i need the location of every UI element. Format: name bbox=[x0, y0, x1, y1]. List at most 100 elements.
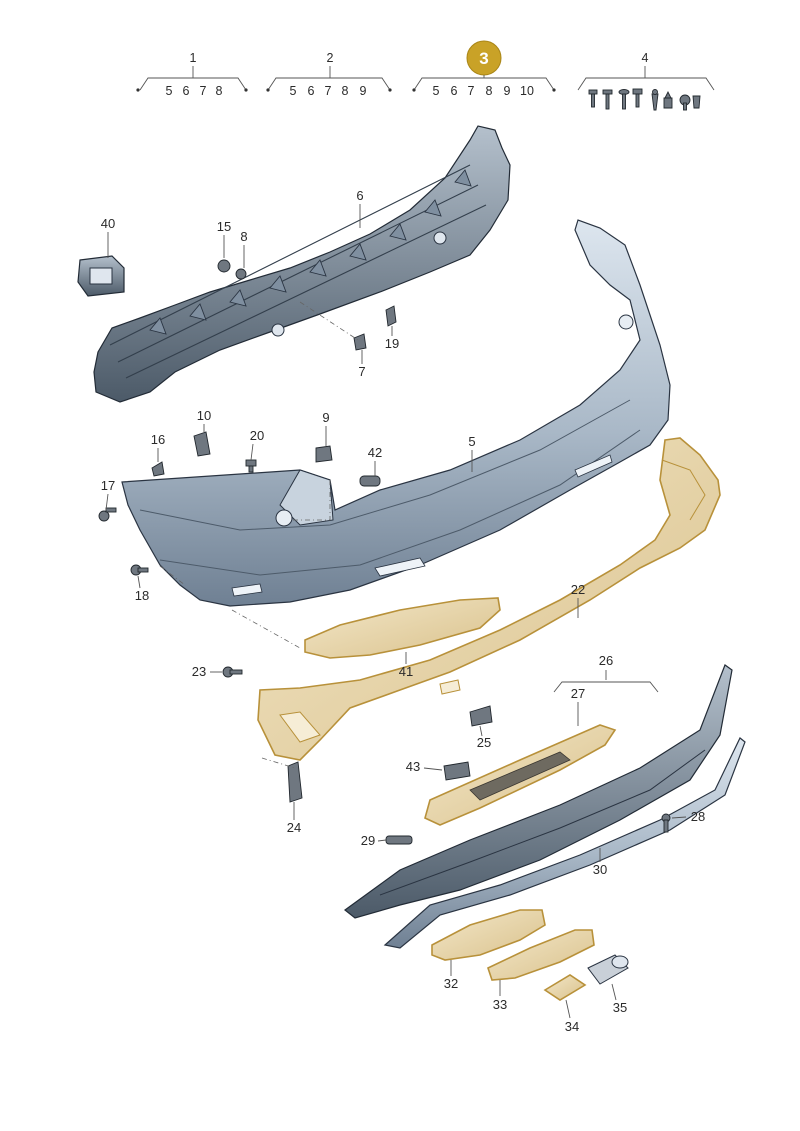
part-32-exhaust-frame[interactable] bbox=[431, 909, 546, 961]
callout-41: 41 bbox=[399, 652, 413, 679]
group-header-1: 1 5 6 7 8 bbox=[136, 51, 248, 98]
group-label-3: 3 bbox=[479, 49, 488, 68]
callout-20: 20 bbox=[250, 428, 264, 461]
callout-7: 7 bbox=[358, 350, 366, 379]
svg-text:17: 17 bbox=[101, 478, 115, 493]
svg-text:25: 25 bbox=[477, 735, 491, 750]
group-label-4: 4 bbox=[642, 51, 649, 65]
svg-text:5: 5 bbox=[166, 84, 173, 98]
svg-text:8: 8 bbox=[240, 229, 247, 244]
group-header-4: 4 bbox=[577, 51, 715, 111]
svg-text:20: 20 bbox=[250, 428, 264, 443]
part-24-bracket[interactable] bbox=[287, 761, 303, 803]
part-5-bumper-cover[interactable] bbox=[121, 219, 671, 607]
part-28-screw[interactable] bbox=[661, 813, 671, 833]
part-43-bracket[interactable] bbox=[443, 761, 471, 781]
callout-8: 8 bbox=[240, 229, 248, 268]
part-20-screw[interactable] bbox=[245, 459, 257, 473]
svg-text:10: 10 bbox=[197, 408, 211, 423]
callout-34: 34 bbox=[565, 999, 579, 1034]
part-15-clip[interactable] bbox=[217, 259, 231, 273]
group-header-2: 2 5 6 7 8 9 bbox=[266, 51, 392, 98]
callout-32: 32 bbox=[444, 960, 458, 991]
part-34-tailpipe-gold[interactable] bbox=[543, 974, 587, 1001]
svg-text:16: 16 bbox=[151, 432, 165, 447]
svg-text:28: 28 bbox=[691, 809, 705, 824]
part-8-nut[interactable] bbox=[235, 268, 247, 280]
part-26-diffuser[interactable] bbox=[344, 664, 733, 919]
svg-text:7: 7 bbox=[358, 364, 365, 379]
callout-15: 15 bbox=[217, 219, 231, 258]
fastener-set-icon bbox=[588, 88, 701, 111]
group-label-2: 2 bbox=[327, 51, 334, 65]
part-17-screw[interactable] bbox=[98, 507, 117, 522]
svg-text:6: 6 bbox=[308, 84, 315, 98]
part-23-screw[interactable] bbox=[222, 666, 243, 678]
svg-text:6: 6 bbox=[356, 188, 363, 203]
callouts: 6 40 15 8 19 7 10 9 16 20 5 42 17 18 22 … bbox=[101, 188, 705, 1034]
svg-text:18: 18 bbox=[135, 588, 149, 603]
part-25-plate[interactable] bbox=[469, 705, 493, 727]
callout-33: 33 bbox=[493, 980, 507, 1012]
part-19-bracket[interactable] bbox=[385, 305, 397, 327]
part-40-bracket[interactable] bbox=[77, 255, 125, 297]
svg-text:19: 19 bbox=[385, 336, 399, 351]
callout-26: 26 bbox=[553, 653, 659, 693]
part-7-clip[interactable] bbox=[353, 333, 367, 351]
svg-text:23: 23 bbox=[192, 664, 206, 679]
callout-28: 28 bbox=[671, 809, 705, 824]
svg-text:34: 34 bbox=[565, 1019, 579, 1034]
svg-text:22: 22 bbox=[571, 582, 585, 597]
svg-text:30: 30 bbox=[593, 862, 607, 877]
group-label-1: 1 bbox=[190, 51, 197, 65]
part-10-bracket[interactable] bbox=[193, 431, 211, 457]
callout-9: 9 bbox=[322, 410, 330, 446]
svg-text:24: 24 bbox=[287, 820, 301, 835]
svg-text:7: 7 bbox=[325, 84, 332, 98]
callout-18: 18 bbox=[135, 575, 149, 603]
callout-42: 42 bbox=[368, 445, 382, 476]
part-42-plug[interactable] bbox=[359, 475, 381, 487]
callout-40: 40 bbox=[101, 216, 115, 258]
svg-text:6: 6 bbox=[451, 84, 458, 98]
part-33-exhaust-trim[interactable] bbox=[487, 929, 595, 981]
svg-text:9: 9 bbox=[322, 410, 329, 425]
part-22-trim-strip[interactable] bbox=[257, 437, 721, 761]
svg-text:8: 8 bbox=[342, 84, 349, 98]
group-header-3[interactable]: 3 5 6 7 8 9 10 bbox=[412, 40, 556, 98]
part-16-clip[interactable] bbox=[151, 461, 165, 477]
part-18-screw[interactable] bbox=[130, 564, 149, 576]
part-9-clip[interactable] bbox=[315, 445, 333, 463]
svg-text:5: 5 bbox=[290, 84, 297, 98]
part-35-tailpipe[interactable] bbox=[587, 954, 629, 985]
callout-16: 16 bbox=[151, 432, 165, 462]
part-27-inner-trim[interactable] bbox=[424, 724, 617, 826]
part-6-carrier-beam[interactable] bbox=[93, 125, 511, 403]
callout-23: 23 bbox=[192, 664, 222, 679]
svg-text:33: 33 bbox=[493, 997, 507, 1012]
svg-text:43: 43 bbox=[406, 759, 420, 774]
svg-text:9: 9 bbox=[360, 84, 367, 98]
part-41-side-trim[interactable] bbox=[304, 597, 501, 659]
callout-19: 19 bbox=[385, 326, 399, 351]
callout-30: 30 bbox=[593, 848, 607, 877]
svg-text:7: 7 bbox=[468, 84, 475, 98]
svg-text:15: 15 bbox=[217, 219, 231, 234]
svg-text:29: 29 bbox=[361, 833, 375, 848]
callout-43: 43 bbox=[406, 759, 443, 774]
part-29-clip[interactable] bbox=[385, 835, 413, 845]
svg-text:5: 5 bbox=[468, 434, 475, 449]
callout-17: 17 bbox=[101, 478, 115, 511]
callout-25: 25 bbox=[477, 725, 491, 750]
svg-text:5: 5 bbox=[433, 84, 440, 98]
callout-10: 10 bbox=[197, 408, 211, 432]
part-30-chrome-strip[interactable] bbox=[383, 737, 746, 949]
callout-35: 35 bbox=[611, 983, 627, 1015]
svg-text:6: 6 bbox=[183, 84, 190, 98]
svg-text:35: 35 bbox=[613, 1000, 627, 1015]
svg-text:32: 32 bbox=[444, 976, 458, 991]
svg-text:8: 8 bbox=[486, 84, 493, 98]
callout-29: 29 bbox=[361, 833, 387, 848]
svg-text:9: 9 bbox=[504, 84, 511, 98]
